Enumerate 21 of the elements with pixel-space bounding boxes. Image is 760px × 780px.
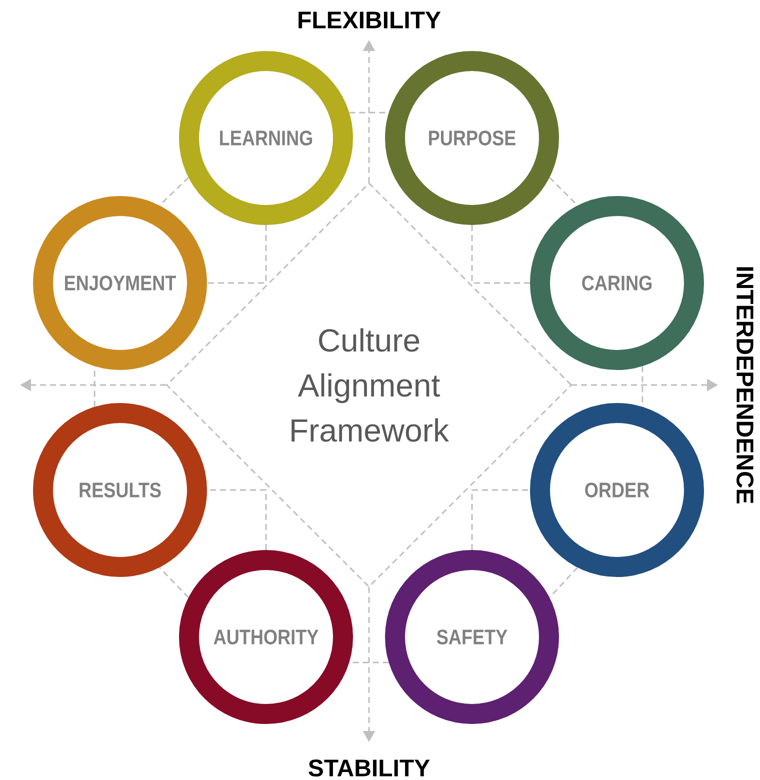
connector-line — [471, 225, 530, 284]
connector-line — [642, 366, 644, 407]
value-ring: AUTHORITY — [179, 550, 353, 724]
connector-line — [548, 176, 578, 206]
connector-line — [548, 567, 578, 598]
value-ring: PURPOSE — [385, 51, 559, 225]
axis-label: STABILITY — [308, 760, 430, 776]
value-ring: LEARNING — [179, 51, 353, 225]
axis-label: INTERDEPENDENCE — [736, 267, 754, 504]
connector-line — [471, 489, 530, 550]
connector-line — [207, 225, 267, 284]
connector-line — [207, 489, 267, 550]
connector-line — [158, 176, 189, 206]
value-ring: RESULTS — [33, 403, 207, 577]
connector-line — [94, 366, 96, 407]
value-ring: ENJOYMENT — [33, 196, 207, 370]
value-ring: ORDER — [530, 403, 704, 577]
axis-label: FLEXIBILITY — [298, 12, 441, 28]
value-ring: CARING — [530, 196, 704, 370]
value-ring: SAFETY — [385, 550, 559, 724]
connector-line — [158, 567, 190, 598]
